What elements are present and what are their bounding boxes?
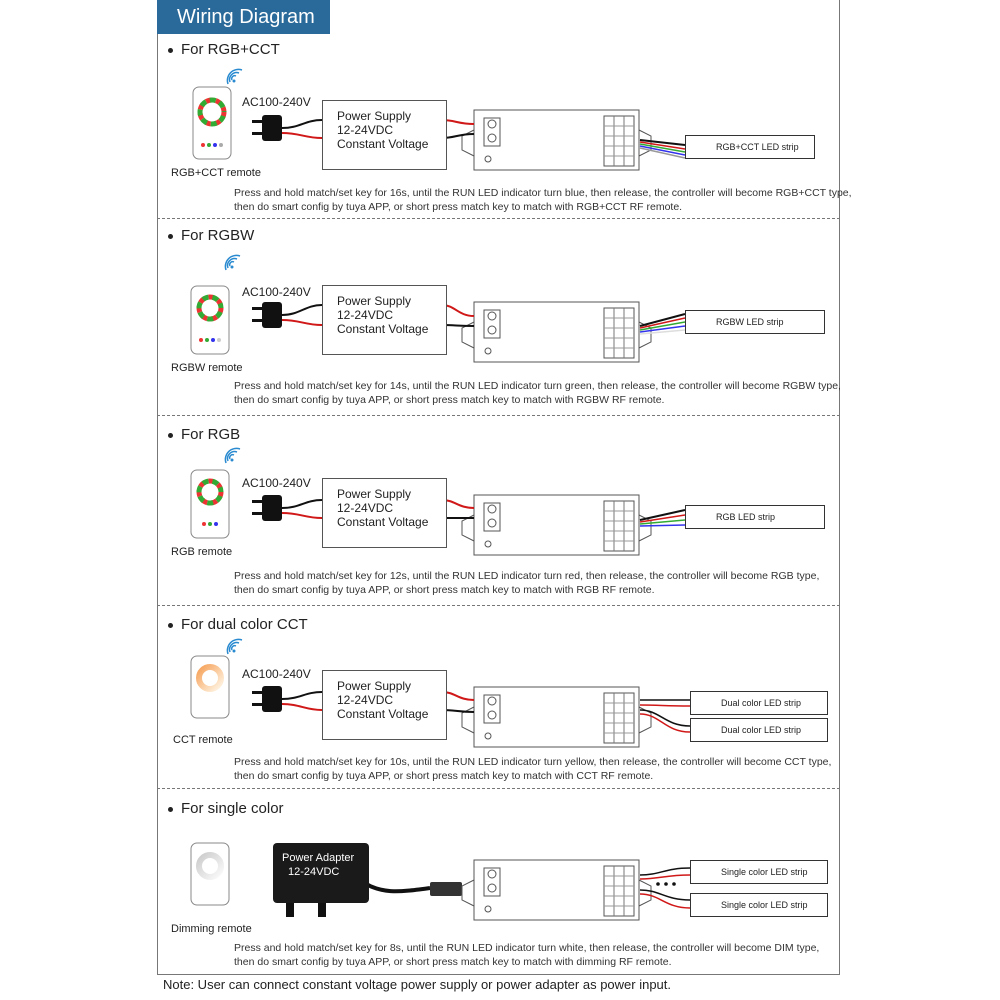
controller-icon xyxy=(461,859,652,921)
section-cct-graphics xyxy=(190,638,691,748)
section-rgbw-graphics xyxy=(190,254,686,363)
led-strip: Single color LED strip xyxy=(690,860,828,884)
section-description: Press and hold match/set key for 8s, unt… xyxy=(234,942,820,968)
section-heading: For single color xyxy=(168,800,284,817)
controller-icon xyxy=(461,109,652,171)
section-divider xyxy=(157,788,840,789)
section-description: Press and hold match/set key for 14s, un… xyxy=(234,380,841,406)
section-heading: For RGB+CCT xyxy=(168,41,280,58)
ac-plug-icon xyxy=(252,302,282,328)
led-strip: RGBW LED strip xyxy=(685,310,825,334)
section-divider xyxy=(157,218,840,219)
ac-plug-icon xyxy=(252,115,282,141)
section-heading: For dual color CCT xyxy=(168,616,308,633)
section-heading: For RGB xyxy=(168,426,240,443)
remote-label: RGB+CCT remote xyxy=(171,167,261,179)
ac-input-label: AC100-240V xyxy=(242,95,311,109)
footnote: Note: User can connect constant voltage … xyxy=(163,977,672,992)
section-description: Press and hold match/set key for 10s, un… xyxy=(234,756,832,782)
remote-label: Dimming remote xyxy=(171,923,252,935)
diagram-frame xyxy=(157,0,840,975)
ac-plug-icon xyxy=(252,495,282,521)
remote-label: RGBW remote xyxy=(171,362,243,374)
controller-icon xyxy=(461,301,652,363)
section-heading: For RGBW xyxy=(168,227,254,244)
section-rgb-graphics xyxy=(190,447,686,556)
led-strip: Dual color LED strip xyxy=(690,691,828,715)
adapter-prong-icon xyxy=(286,903,294,917)
ac-input-label: AC100-240V xyxy=(242,476,311,490)
remote-label: RGB remote xyxy=(171,546,233,558)
wifi-icon xyxy=(226,68,243,85)
wifi-icon xyxy=(224,254,241,271)
ac-plug-icon xyxy=(252,686,282,712)
section-rgbcct-graphics xyxy=(192,68,686,171)
section-description: Press and hold match/set key for 12s, un… xyxy=(234,570,820,596)
led-strip: RGB+CCT LED strip xyxy=(685,135,815,159)
controller-icon xyxy=(461,686,652,748)
led-strip: RGB LED strip xyxy=(685,505,825,529)
wifi-icon xyxy=(226,638,243,655)
page-title: Wiring Diagram xyxy=(157,0,330,34)
controller-icon xyxy=(461,494,652,556)
led-strip: Dual color LED strip xyxy=(690,718,828,742)
section-divider xyxy=(157,605,840,606)
wifi-icon xyxy=(224,447,241,464)
section-description: Press and hold match/set key for 16s, un… xyxy=(234,187,852,213)
ac-input-label: AC100-240V xyxy=(242,667,311,681)
section-divider xyxy=(157,415,840,416)
led-strip: Single color LED strip xyxy=(690,893,828,917)
dc-jack-icon xyxy=(430,882,462,896)
ac-input-label: AC100-240V xyxy=(242,285,311,299)
section-single-graphics xyxy=(190,842,691,921)
remote-label: CCT remote xyxy=(173,734,233,746)
